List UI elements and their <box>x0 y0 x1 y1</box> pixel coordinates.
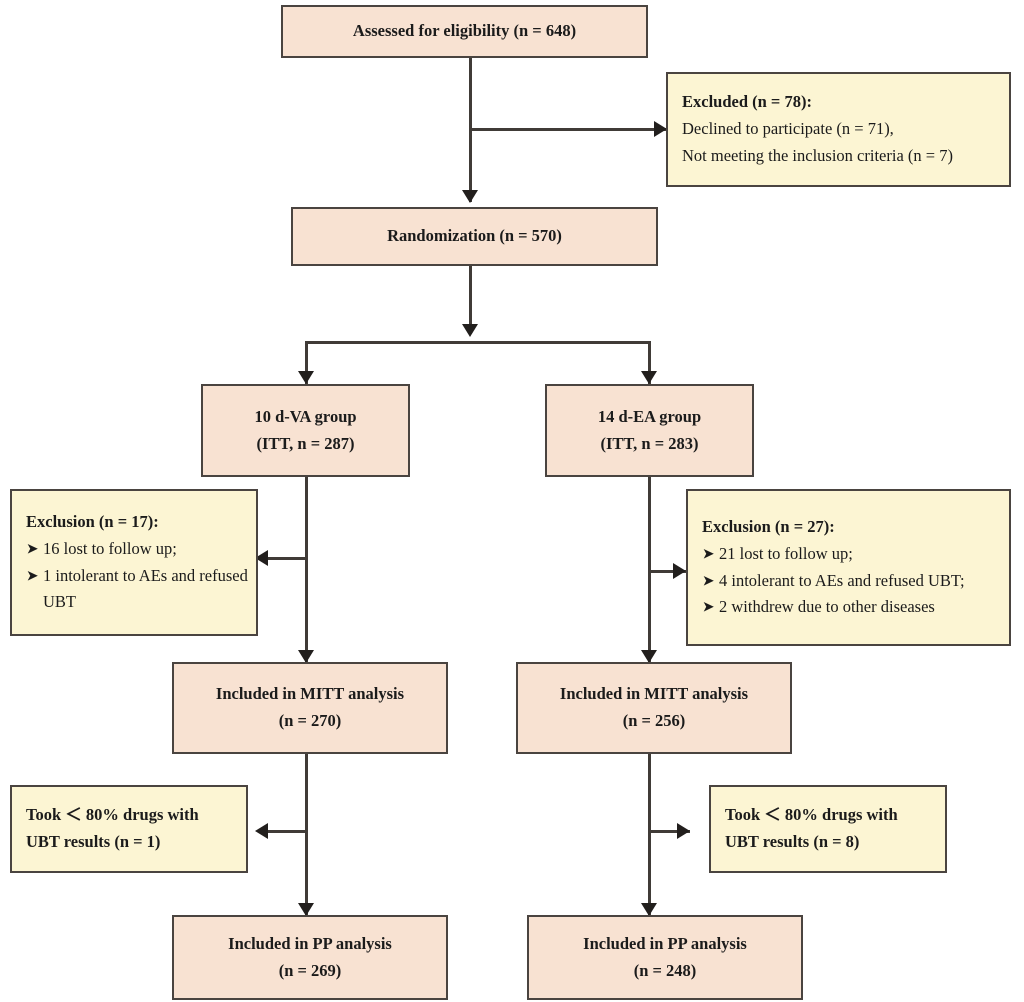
node-exclusion-right: Exclusion (n = 27): ➤ 21 lost to follow … <box>686 489 1011 646</box>
excluded-heading: Excluded (n = 78): <box>682 92 812 112</box>
group-right-line-1: 14 d-EA group <box>597 406 702 426</box>
exclusion-left-item-2-text: 1 intolerant to AEs and refused UBT <box>43 565 248 612</box>
arrowhead-into-exclusion-right <box>673 563 686 579</box>
arrowhead-into-mitt-right <box>641 650 657 663</box>
node-assessed-for-eligibility: Assessed for eligibility (n = 648) <box>281 5 648 58</box>
node-took-right: Took ＜ 80% drugs with UBT results (n = 8… <box>709 785 947 873</box>
arrowhead-into-mitt-left <box>298 650 314 663</box>
connector-to-exclusion-right <box>648 570 686 573</box>
connector-group-left-to-mitt <box>305 477 308 662</box>
branch-bar <box>305 341 650 344</box>
bullet-arrow-icon: ➤ <box>26 566 39 584</box>
group-right-line-2: (ITT, n = 283) <box>600 433 699 453</box>
connector-mitt-right-to-pp <box>648 754 651 915</box>
bullet-arrow-icon: ➤ <box>702 597 715 616</box>
pp-left-line-1: Included in PP analysis <box>228 933 392 953</box>
node-mitt-left: Included in MITT analysis (n = 270) <box>172 662 448 754</box>
exclusion-right-item-1: ➤ 21 lost to follow up; <box>688 541 861 568</box>
connector-mitt-left-to-pp <box>305 754 308 915</box>
arrowhead-into-pp-right <box>641 903 657 916</box>
took-right-line-2: UBT results (n = 8) <box>725 832 860 851</box>
arrowhead-into-exclusion-left <box>255 550 268 566</box>
pp-right-line-2: (n = 248) <box>633 960 697 980</box>
arrowhead-into-group-left <box>298 371 314 384</box>
connector-group-right-to-mitt <box>648 477 651 662</box>
arrowhead-into-took-left <box>255 823 268 839</box>
exclusion-right-item-2-text: 4 intolerant to AEs and refused UBT; <box>719 570 965 590</box>
randomization-line-1: Randomization (n = 570) <box>387 226 562 246</box>
pp-right-line-1: Included in PP analysis <box>583 933 747 953</box>
exclusion-right-heading: Exclusion (n = 27): <box>702 517 835 537</box>
node-excluded: Excluded (n = 78): Declined to participa… <box>666 72 1011 187</box>
node-took-left: Took ＜ 80% drugs with UBT results (n = 1… <box>10 785 248 873</box>
took-left-line-1: Took ＜ 80% drugs with <box>26 805 199 825</box>
connector-to-took-right <box>648 830 690 833</box>
arrowhead-into-randomization <box>462 190 478 203</box>
arrowhead-into-took-right <box>677 823 690 839</box>
mitt-left-line-2: (n = 270) <box>278 711 342 730</box>
bullet-arrow-icon: ➤ <box>702 571 715 589</box>
exclusion-left-item-1-text: 16 lost to follow up; <box>43 538 177 558</box>
node-mitt-right: Included in MITT analysis (n = 256) <box>516 662 792 754</box>
node-group-10d-va: 10 d-VA group (ITT, n = 287) <box>201 384 410 477</box>
mitt-right-line-1: Included in MITT analysis <box>559 684 749 704</box>
pp-left-line-2: (n = 269) <box>278 960 342 980</box>
group-left-line-1: 10 d-VA group <box>254 406 357 426</box>
connector-randomization-down <box>469 266 472 334</box>
node-group-14d-ea: 14 d-EA group (ITT, n = 283) <box>545 384 754 477</box>
connector-to-took-left <box>268 830 307 833</box>
node-pp-right: Included in PP analysis (n = 248) <box>527 915 803 1000</box>
exclusion-left-heading: Exclusion (n = 17): <box>26 512 159 532</box>
excluded-line-2: Not meeting the inclusion criteria (n = … <box>682 145 953 165</box>
arrowhead-at-branch-bar <box>462 324 478 337</box>
mitt-left-line-1: Included in MITT analysis <box>215 684 405 704</box>
connector-to-exclusion-left <box>268 557 307 560</box>
branch-drop-right <box>648 341 651 384</box>
arrowhead-into-group-right <box>641 371 657 384</box>
exclusion-left-item-2: ➤ 1 intolerant to AEs and refused UBT <box>12 563 256 616</box>
connector-to-excluded <box>469 128 667 131</box>
node-exclusion-left: Exclusion (n = 17): ➤ 16 lost to follow … <box>10 489 258 636</box>
branch-drop-left <box>305 341 308 384</box>
exclusion-right-item-3: ➤ 2 withdrew due to other diseases <box>688 594 943 621</box>
group-left-line-2: (ITT, n = 287) <box>256 433 355 453</box>
arrowhead-into-excluded <box>654 121 667 137</box>
exclusion-left-item-1: ➤ 16 lost to follow up; <box>12 536 185 563</box>
arrowhead-into-pp-left <box>298 903 314 916</box>
exclusion-right-item-2: ➤ 4 intolerant to AEs and refused UBT; <box>688 568 973 595</box>
bullet-arrow-icon: ➤ <box>702 544 715 563</box>
took-right-line-1: Took ＜ 80% drugs with <box>725 805 898 825</box>
took-left-line-2: UBT results (n = 1) <box>26 832 161 851</box>
exclusion-right-item-1-text: 21 lost to follow up; <box>719 543 853 563</box>
exclusion-right-item-3-text: 2 withdrew due to other diseases <box>719 597 935 617</box>
bullet-arrow-icon: ➤ <box>26 539 39 558</box>
assessed-line-1: Assessed for eligibility (n = 648) <box>352 21 577 41</box>
mitt-right-line-2: (n = 256) <box>622 711 686 730</box>
node-pp-left: Included in PP analysis (n = 269) <box>172 915 448 1000</box>
excluded-line-1: Declined to participate (n = 71), <box>682 119 894 139</box>
node-randomization: Randomization (n = 570) <box>291 207 658 266</box>
